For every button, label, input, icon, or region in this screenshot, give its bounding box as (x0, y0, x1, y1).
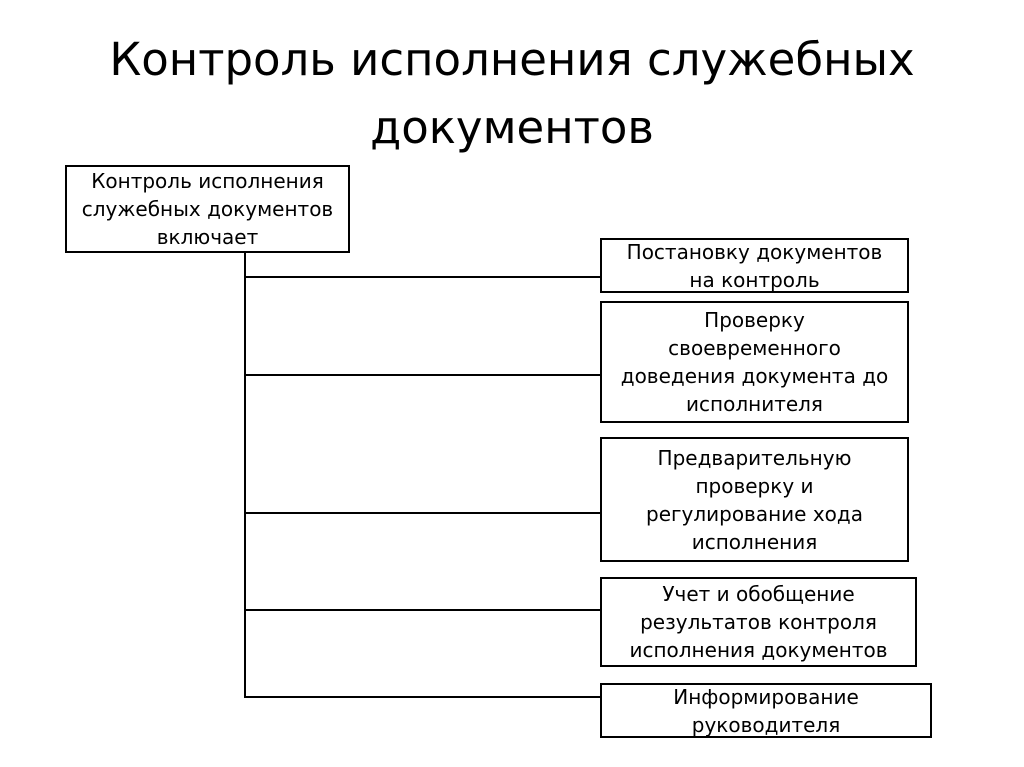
connector-vertical-line (244, 253, 246, 698)
branch-box-informirovanie: Информирование руководителя (600, 683, 932, 738)
connector-branch-line-2 (244, 374, 600, 376)
text-line: Постановку документов (626, 239, 883, 264)
branch-box-predvaritelnaya-proverka: Предварительную проверку и регулирование… (600, 437, 909, 562)
branch-box-proverka-dovedeniya: Проверку своевременного доведения докуме… (600, 301, 909, 423)
text-line: Информирование (673, 684, 859, 709)
text-line: Проверку (704, 308, 805, 332)
branch-box-postanovka-na-kontrol: Постановку документов на контроль (600, 238, 909, 293)
connector-branch-line-1 (244, 276, 600, 278)
page-title: Контроль исполнения служебных документов (0, 26, 1024, 162)
text-line: проверку и (695, 473, 814, 498)
text-line: исполнения (691, 529, 818, 554)
connector-branch-line-3 (244, 512, 600, 514)
text-line: своевременного (668, 336, 841, 360)
connector-branch-line-4 (244, 609, 600, 611)
text-line: результатов контроля (640, 610, 877, 634)
page-title-line: документов (370, 101, 654, 154)
text-line: доведения документа до (620, 364, 889, 388)
page-title-line: Контроль исполнения служебных (109, 33, 915, 86)
text-line: служебных документов (81, 197, 334, 221)
text-line: Контроль исполнения (91, 169, 324, 193)
connector-branch-line-5 (244, 696, 600, 698)
text-line: Предварительную (657, 445, 852, 470)
text-line: исполнителя (686, 392, 823, 416)
text-line: на контроль (689, 267, 820, 292)
text-line: включает (156, 225, 259, 249)
text-line: исполнения документов (629, 638, 888, 662)
text-line: руководителя (691, 712, 841, 737)
text-line: регулирование хода (646, 501, 863, 526)
root-box-control-includes: Контроль исполнения служебных документов… (65, 165, 350, 253)
branch-box-uchet-obobshchenie: Учет и обобщение результатов контроля ис… (600, 577, 917, 667)
text-line: Учет и обобщение (662, 582, 855, 606)
